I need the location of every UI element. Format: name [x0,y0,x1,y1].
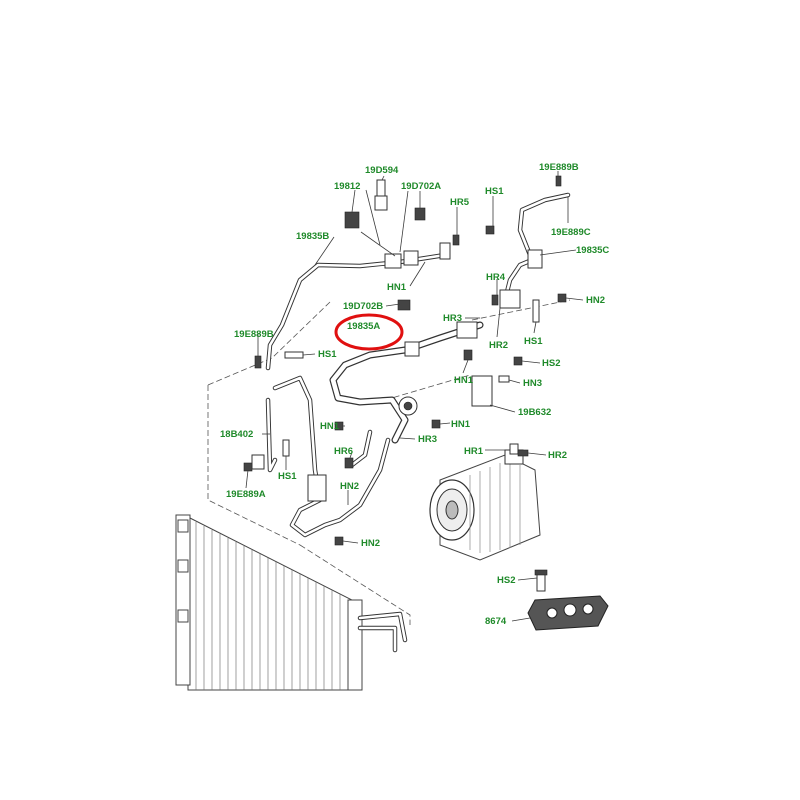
label-HS2-b: HS2 [497,575,515,586]
label-19835B: 19835B [296,231,329,242]
label-19D594: 19D594 [365,165,399,176]
label-18B402: 18B402 [220,429,253,440]
label-HN1-a: HN1 [387,282,407,293]
label-19E889C: 19E889C [551,227,591,238]
label-HS2-a: HS2 [542,358,560,369]
label-HR6: HR6 [334,446,353,457]
compressor [429,449,541,561]
hose-19835A [329,321,484,444]
pressure-sensors [344,179,426,311]
hose-19835C [499,192,571,309]
gasket-plate [527,569,609,631]
label-HS1-d: HS1 [278,471,297,482]
highlight-ellipse [334,313,404,351]
label-HR2-a: HR2 [489,340,508,351]
label-HR4: HR4 [486,272,506,283]
label-HS1-c: HS1 [318,349,337,360]
label-HN2-b: HN2 [340,481,359,492]
label-19E889A: 19E889A [226,489,266,500]
assembly-outline [207,299,571,625]
label-19B632: 19B632 [518,407,551,418]
fasteners [243,175,567,546]
label-19D702B: 19D702B [343,301,383,312]
label-HN1-c: HN1 [320,421,340,432]
label-HN1-d: HN1 [451,419,471,430]
condenser [175,514,408,691]
label-HN2-c: HN2 [361,538,380,549]
label-HS1-b: HS1 [524,336,543,347]
label-19812: 19812 [334,181,360,192]
label-HR1: HR1 [464,446,484,457]
label-HN3: HN3 [523,378,542,389]
hose-18B402 [265,375,391,538]
label-19E889B-left: 19E889B [234,329,274,340]
label-19835C: 19835C [576,245,609,256]
leader-lines [245,171,584,622]
label-19835A: 19835A [347,321,380,332]
part-labels: 19E889B 19D594 19812 19D702A HS1 HR5 19E… [220,162,609,627]
label-HN2-a: HN2 [586,295,605,306]
label-8674: 8674 [485,616,507,627]
label-HS1-top: HS1 [485,186,504,197]
label-HR3-b: HR3 [418,434,437,445]
label-HR5: HR5 [450,197,470,208]
label-19D702A: 19D702A [401,181,441,192]
label-19E889B-top: 19E889B [539,162,579,173]
label-HN1-b: HN1 [454,375,474,386]
label-HR2-b: HR2 [548,450,567,461]
hose-19835B [265,242,451,371]
label-HR3-a: HR3 [443,313,462,324]
